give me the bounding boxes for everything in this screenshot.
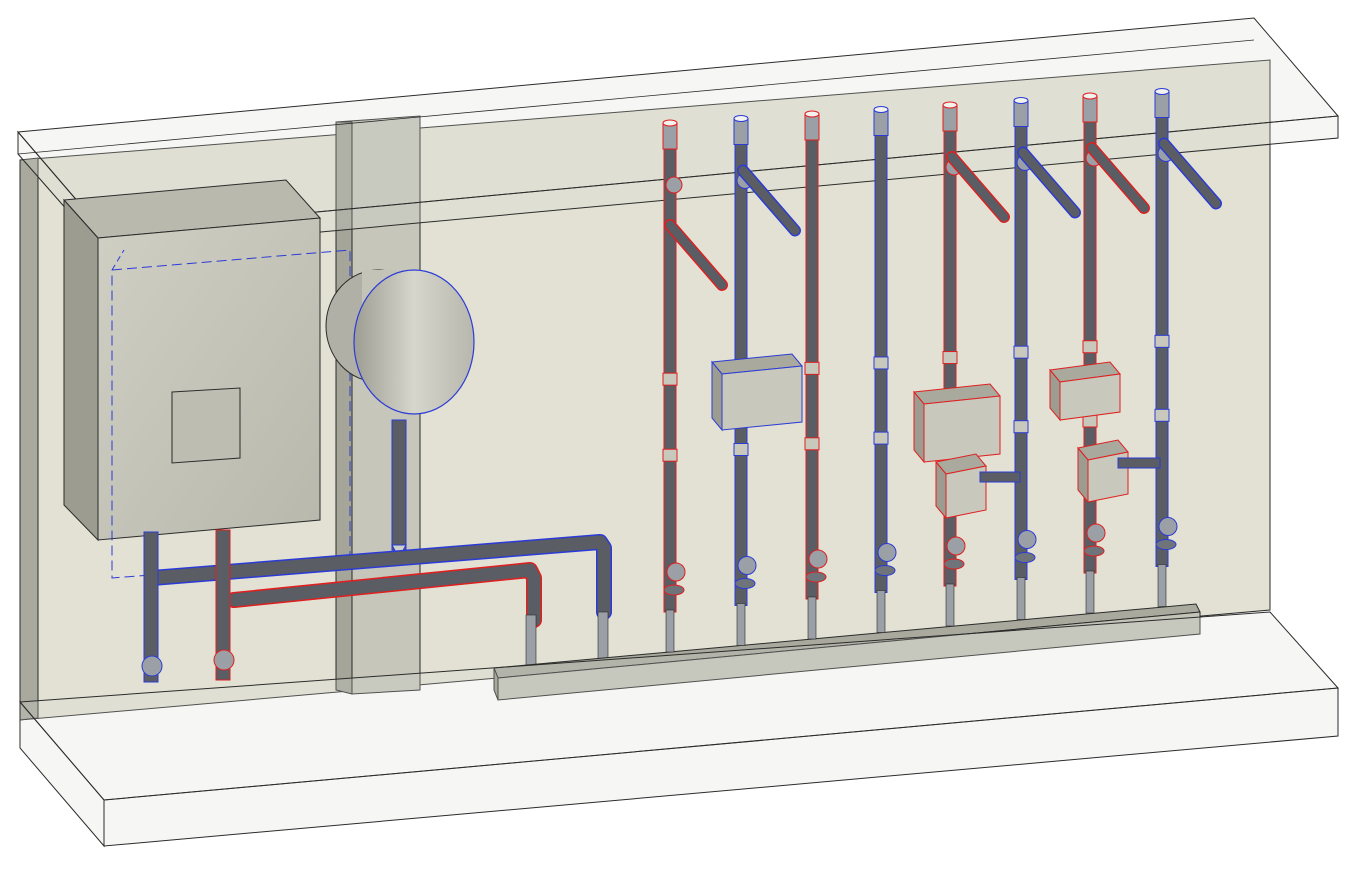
riser-valve-3 [808, 549, 828, 569]
riser-fitting-1-2 [662, 448, 678, 462]
pump-box-hot-upper-side [913, 390, 925, 464]
riser-handle-8 [1155, 539, 1177, 550]
pump-box-hot-lower-front [945, 465, 987, 519]
riser-handle-5 [943, 558, 965, 570]
riser-branch-2 [738, 166, 800, 235]
riser-handle-2 [734, 578, 756, 589]
riser-valve-1 [666, 562, 686, 582]
riser-stub-2 [736, 603, 746, 646]
pump-box-hot-upper-front [923, 395, 1001, 463]
riser-stub-1 [665, 609, 675, 653]
riser-handle-3 [805, 571, 827, 583]
riser-cap-3 [804, 113, 820, 141]
control-box-cold-front [721, 365, 803, 431]
riser-branch-1 [665, 220, 727, 290]
riser-stub-8 [1157, 564, 1167, 607]
floor-rail [493, 603, 1201, 701]
riser-cap-end-2 [733, 115, 749, 122]
riser-fitting-3-1 [804, 361, 820, 375]
control-box-cold-side [711, 360, 723, 432]
riser-cap-1 [662, 122, 678, 150]
riser-fitting-4-1 [873, 356, 889, 370]
riser-cap-7 [1082, 95, 1098, 123]
riser-valve-6 [1017, 530, 1037, 549]
riser-fitting-6-2 [1013, 420, 1029, 434]
riser-handle-1 [663, 584, 685, 596]
riser-stub-3 [807, 596, 817, 640]
cross-connector-1 [979, 471, 1021, 483]
riser-stub-7 [1085, 570, 1095, 614]
riser-branch-8 [1159, 139, 1221, 208]
expansion-tank [325, 269, 475, 560]
riser-stub-4 [876, 590, 886, 633]
riser-handle-6 [1014, 552, 1036, 563]
riser-group [662, 88, 1222, 653]
riser-cap-end-8 [1154, 88, 1170, 95]
riser-fitting-6-1 [1013, 345, 1029, 359]
riser-stub-5 [945, 583, 955, 627]
riser-valve-4 [877, 543, 897, 562]
riser-fitting-2-2 [733, 443, 749, 456]
riser-cap-4 [873, 109, 889, 136]
riser-handle-4 [874, 565, 896, 576]
riser-fitting-3-2 [804, 437, 820, 451]
riser-branch-5 [947, 152, 1009, 222]
riser-upper-valve-1 [665, 176, 683, 194]
riser-fitting-7-1 [1082, 340, 1098, 354]
riser-branch-6 [1018, 148, 1080, 217]
riser-cap-end-7 [1082, 92, 1098, 100]
riser-stub-6 [1016, 577, 1026, 620]
riser-cap-end-5 [942, 101, 958, 109]
riser-valve-2 [737, 556, 757, 575]
riser-cap-end-6 [1013, 97, 1029, 104]
boiler-unit [62, 179, 351, 579]
riser-cap-end-4 [873, 106, 889, 113]
riser-cap-end-3 [804, 110, 820, 118]
riser-handle-7 [1083, 545, 1105, 557]
riser-cap-8 [1154, 91, 1170, 118]
riser-fitting-8-1 [1154, 334, 1170, 348]
riser-branch-7 [1087, 143, 1149, 213]
riser-fitting-4-2 [873, 431, 889, 445]
riser-cap-5 [942, 104, 958, 132]
riser-valve-7 [1086, 523, 1106, 543]
riser-fitting-5-1 [942, 351, 958, 365]
cross-connector-2 [1117, 457, 1161, 469]
floor-slab [18, 611, 1340, 848]
riser-cap-6 [1013, 100, 1029, 127]
riser-cap-end-1 [662, 119, 678, 127]
supply-return-mains [141, 529, 612, 683]
control-box-hot-front [1059, 373, 1121, 421]
riser-cap-2 [733, 118, 749, 145]
riser-fitting-1-1 [662, 372, 678, 386]
riser-valve-8 [1158, 517, 1178, 536]
riser-valve-5 [946, 536, 966, 556]
riser-fitting-8-2 [1154, 408, 1170, 422]
